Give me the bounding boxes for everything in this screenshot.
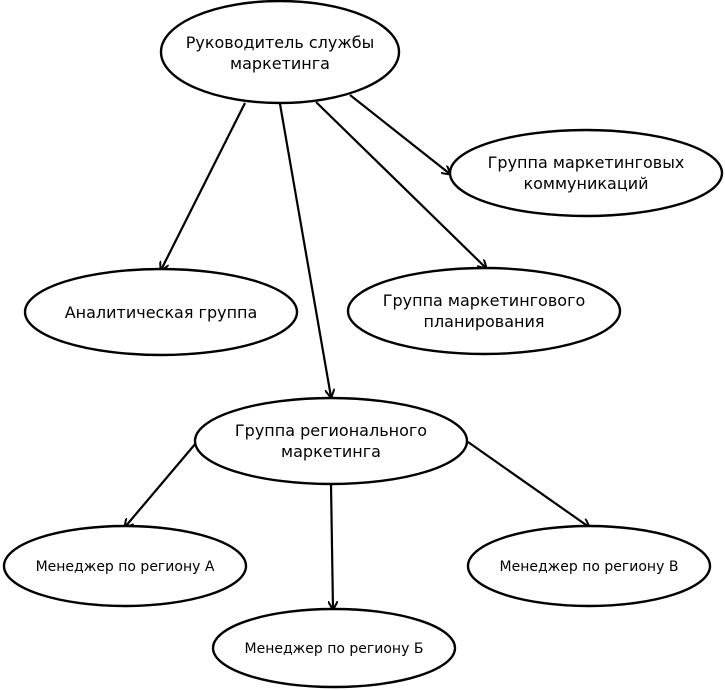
node-planning: Группа маркетингового планирования [346,266,622,356]
node-manager-v-line-1: Менеджер по региону В [500,559,679,575]
node-manager-a: Менеджер по региону А [2,524,248,608]
node-head-line-2: маркетинга [230,54,330,73]
edge-head-planning [315,101,486,268]
node-manager-b-line-1: Менеджер по региону Б [245,641,424,657]
edge-head-regional [278,103,331,397]
node-planning-line-2: планирования [423,312,544,331]
node-manager-v: Менеджер по региону В [466,524,712,608]
node-analytics: Аналитическая группа [23,267,299,357]
edge-head-analytics [161,102,246,270]
edge-regional-manager-v [467,441,589,527]
node-regional-line-2: маркетинга [281,442,381,461]
edge-regional-manager-a [125,442,197,527]
node-manager-a-line-1: Менеджер по региону А [36,559,215,575]
node-head-line-1: Руководитель службы [186,33,375,52]
edge-head-communications [349,94,450,174]
node-regional: Группа регионального маркетинга [193,396,469,486]
node-regional-line-1: Группа регионального [235,421,427,440]
edge-regional-manager-b [331,483,333,609]
node-planning-line-1: Группа маркетингового [383,291,586,310]
node-analytics-line-1: Аналитическая группа [65,303,258,322]
node-communications-line-2: коммуникаций [523,174,648,193]
node-manager-b: Менеджер по региону Б [211,607,457,689]
node-communications: Группа маркетинговых коммуникаций [448,128,724,218]
edges-group [125,94,589,609]
node-head: Руководитель службы маркетинга [159,0,401,105]
node-communications-line-1: Группа маркетинговых [488,153,685,172]
